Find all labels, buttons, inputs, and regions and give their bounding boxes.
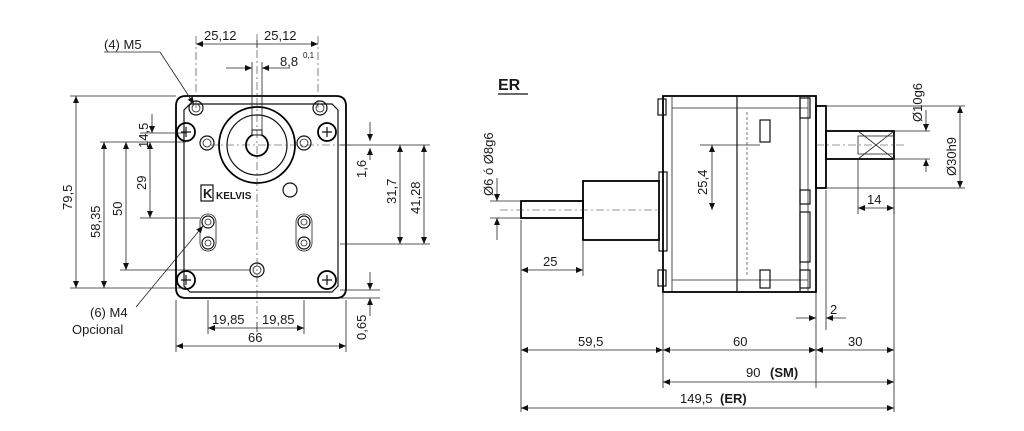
vent-hole	[282, 182, 298, 198]
callout-m5: (4) M5	[104, 37, 142, 52]
m5-holes	[188, 100, 328, 151]
dim-shaft-diameter: Ø6 ó Ø8g6	[481, 132, 496, 196]
dim-31-7: 31,7	[384, 179, 399, 204]
m4-holes	[199, 213, 313, 278]
side-view-title: ER	[498, 77, 521, 94]
dim-30: 30	[848, 334, 862, 349]
front-view: K KELVIS	[60, 28, 430, 352]
dim-59-5: 59,5	[578, 334, 603, 349]
dim-58-35: 58,35	[88, 205, 103, 238]
dim-149-5-value: 149,5	[680, 391, 713, 406]
dim-29: 29	[134, 176, 149, 190]
input-collar	[582, 180, 660, 241]
dim-60: 60	[733, 334, 747, 349]
dim-90-suffix: (SM)	[770, 365, 798, 380]
brand-mark: K	[203, 186, 213, 201]
dim-flange-diameter: Ø30h9	[944, 137, 959, 176]
callout-optional: Opcional	[72, 322, 123, 337]
dim-149-5-suffix: (ER)	[720, 391, 747, 406]
dim-bottom-right: 19,85	[262, 312, 295, 327]
dim-50: 50	[110, 202, 125, 216]
dim-0-65: 0,65	[354, 315, 369, 340]
dim-pilot-diameter: Ø10g6	[910, 83, 925, 122]
corner-screws	[176, 122, 337, 290]
gearbox-body-outline	[175, 95, 347, 299]
dim-1-6: 1,6	[354, 160, 369, 178]
dim-top-right: 25,12	[264, 28, 297, 43]
dim-key-tolerance: 0,1	[303, 51, 315, 60]
brand-name: KELVIS	[216, 191, 252, 202]
front-extension-lines	[70, 95, 430, 352]
callout-m4: (6) M4	[90, 305, 128, 320]
dim-41-28: 41,28	[408, 181, 423, 214]
input-shaft	[520, 200, 584, 219]
dim-25: 25	[543, 254, 557, 269]
output-flange	[815, 105, 827, 189]
dim-top-left: 25,12	[204, 28, 237, 43]
dim-2: 2	[830, 302, 837, 317]
dim-width-66: 66	[248, 330, 262, 345]
side-body	[662, 95, 817, 293]
dim-14-5: 14,5	[136, 123, 151, 148]
dim-key-width: 8,8	[280, 54, 298, 69]
dim-90-value: 90	[746, 365, 760, 380]
gearbox-body-inner	[183, 103, 339, 293]
dim-14: 14	[867, 192, 881, 207]
brand-logo-box	[200, 184, 214, 202]
dim-bottom-left: 19,85	[212, 312, 245, 327]
dim-79-5: 79,5	[60, 185, 75, 210]
dim-25-4: 25,4	[695, 170, 710, 195]
side-view: ER	[481, 77, 965, 412]
